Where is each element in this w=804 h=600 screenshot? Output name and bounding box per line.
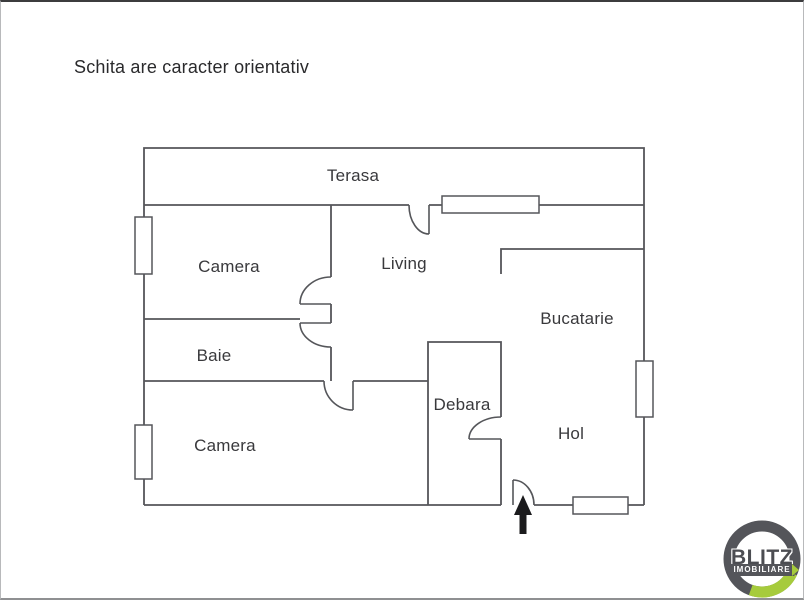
room-label-debara: Debara bbox=[433, 395, 491, 414]
room-label-camera-2: Camera bbox=[194, 436, 256, 455]
window-top-icon bbox=[441, 195, 540, 214]
room-label-terasa: Terasa bbox=[326, 166, 380, 185]
logo-accent-icon bbox=[792, 564, 799, 576]
logo-sub-text: IMOBILIARE bbox=[729, 564, 795, 576]
entrance-door-icon bbox=[512, 479, 535, 506]
room-label-hol: Hol bbox=[557, 424, 585, 443]
window-left-lower-icon bbox=[134, 424, 153, 480]
room-label-bucatarie: Bucatarie bbox=[540, 309, 614, 328]
outer-wall bbox=[143, 147, 645, 505]
camera2-door-icon bbox=[323, 380, 354, 411]
bucatarie-wall bbox=[500, 248, 644, 274]
debara-door-icon bbox=[468, 416, 502, 440]
window-bottom-icon bbox=[572, 496, 629, 515]
doors bbox=[299, 204, 535, 506]
room-label-living: Living bbox=[381, 254, 427, 273]
room-label-baie: Baie bbox=[196, 346, 232, 365]
logo-brand-text: BLITZ bbox=[731, 546, 793, 569]
disclaimer-title: Schita are caracter orientativ bbox=[74, 57, 310, 77]
entrance-arrow-icon bbox=[514, 495, 532, 534]
window-left-upper-icon bbox=[134, 216, 153, 275]
windows bbox=[134, 195, 654, 515]
agency-logo: BLITZ IMOBILIARE bbox=[723, 520, 801, 598]
terasa-door-icon bbox=[408, 204, 430, 235]
baie-door-icon bbox=[299, 322, 332, 348]
window-right-icon bbox=[635, 360, 654, 418]
room-label-camera-1: Camera bbox=[198, 257, 260, 276]
walls bbox=[143, 147, 645, 506]
camera1-door-icon bbox=[299, 276, 332, 305]
debara-wall bbox=[427, 341, 502, 505]
